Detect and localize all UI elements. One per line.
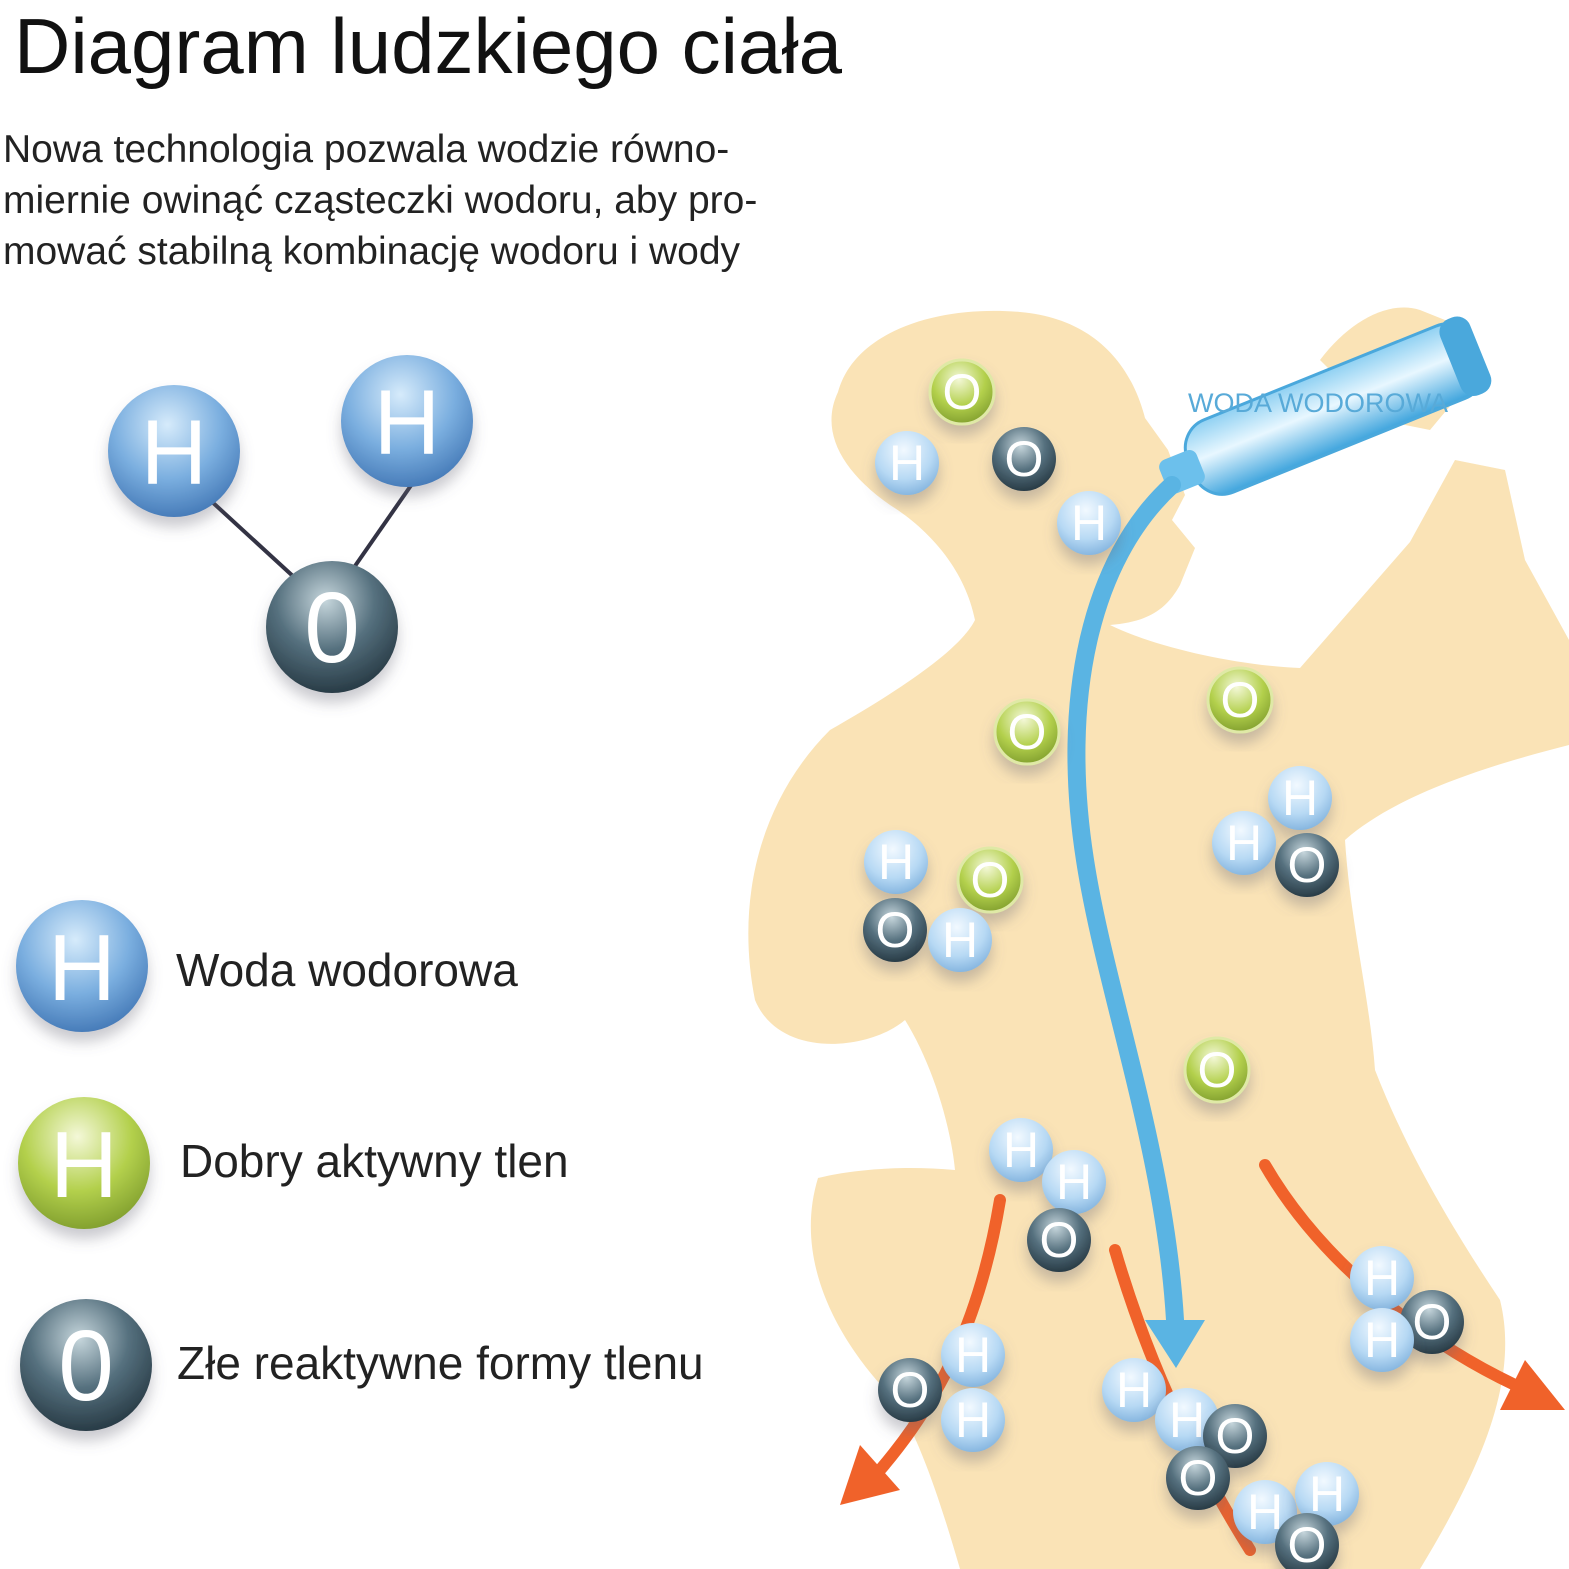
hydrogen-particle: H bbox=[1057, 491, 1121, 555]
water-molecule: H H 0 bbox=[108, 355, 473, 693]
particle-letter: H bbox=[955, 1327, 991, 1383]
particle-letter: O bbox=[1040, 1212, 1079, 1268]
particle-letter: H bbox=[878, 834, 914, 890]
particle-letter: H bbox=[955, 1392, 991, 1448]
bottle-bottom bbox=[1439, 316, 1492, 397]
particle-letter: O bbox=[943, 364, 982, 420]
reactive-oxygen-particle: O bbox=[1275, 1513, 1339, 1569]
hydrogen-atom-right: H bbox=[341, 355, 473, 487]
reactive-oxygen-particle: O bbox=[1027, 1208, 1091, 1272]
particle-letter: H bbox=[1309, 1466, 1345, 1522]
hydrogen-particle: H bbox=[941, 1388, 1005, 1452]
hydrogen-particle: H bbox=[1102, 1358, 1166, 1422]
active-oxygen-particle: O bbox=[956, 846, 1024, 914]
particle-letter: H bbox=[1247, 1484, 1283, 1540]
intro-line: mować stabilną kombinację wodoru i wody bbox=[3, 230, 741, 273]
legend-label-hydrogen-water: Woda wodorowa bbox=[176, 944, 518, 996]
oxygen-letter: 0 bbox=[304, 572, 360, 684]
hydrogen-atom-left: H bbox=[108, 385, 240, 517]
reactive-oxygen-particle: O bbox=[992, 427, 1056, 491]
legend-label-active-oxygen: Dobry aktywny tlen bbox=[180, 1135, 569, 1187]
legend-reactive-oxygen-icon: 0 bbox=[20, 1299, 152, 1431]
legend-letter: H bbox=[50, 1112, 118, 1217]
particle-letter: H bbox=[1169, 1392, 1205, 1448]
particle-letter: O bbox=[1216, 1408, 1255, 1464]
reactive-oxygen-particle: O bbox=[1203, 1404, 1267, 1468]
particle-letter: O bbox=[1288, 837, 1327, 893]
particle-letter: H bbox=[1071, 495, 1107, 551]
particle-letter: O bbox=[1179, 1450, 1218, 1506]
bond-left bbox=[208, 498, 297, 580]
active-oxygen-particle: O bbox=[1183, 1036, 1251, 1104]
intro-line: miernie owinąć cząsteczki wodoru, aby pr… bbox=[3, 179, 758, 222]
oxygen-atom: 0 bbox=[266, 561, 398, 693]
particle-letter: O bbox=[1221, 672, 1260, 728]
reactive-oxygen-particle: O bbox=[1166, 1446, 1230, 1510]
hydrogen-particle: H bbox=[875, 431, 939, 495]
active-oxygen-particle: O bbox=[1206, 666, 1274, 734]
legend-letter: 0 bbox=[58, 1310, 114, 1422]
particle-letter: H bbox=[1003, 1122, 1039, 1178]
hydrogen-particle: H bbox=[1350, 1308, 1414, 1372]
exit-arrow-left-head bbox=[840, 1445, 900, 1505]
hydrogen-particle: H bbox=[1268, 766, 1332, 830]
arm-gap bbox=[818, 1020, 955, 1178]
particle-letter: H bbox=[1116, 1362, 1152, 1418]
active-oxygen-particle: O bbox=[993, 698, 1061, 766]
particle-letter: O bbox=[891, 1362, 930, 1418]
legend-letter: H bbox=[48, 915, 116, 1020]
bottle-label: WODA WODOROWA bbox=[1188, 388, 1448, 418]
reactive-oxygen-particle: O bbox=[1275, 833, 1339, 897]
hydrogen-particle: H bbox=[928, 908, 992, 972]
water-flow-arrow bbox=[1067, 476, 1205, 1368]
hydrogen-particle: H bbox=[941, 1323, 1005, 1387]
hydrogen-particle: H bbox=[1042, 1150, 1106, 1214]
active-oxygen-particle: O bbox=[928, 358, 996, 426]
page-title: Diagram ludzkiego ciała bbox=[14, 2, 843, 90]
particle-letter: O bbox=[1288, 1517, 1327, 1569]
particle-letter: H bbox=[1056, 1154, 1092, 1210]
hydrogen-letter: H bbox=[374, 372, 440, 474]
particle-letter: H bbox=[1282, 770, 1318, 826]
particle-letter: O bbox=[1008, 704, 1047, 760]
particle-letter: H bbox=[942, 912, 978, 968]
particle-letter: O bbox=[1005, 431, 1044, 487]
bond-right bbox=[353, 482, 414, 568]
intro-text: Nowa technologia pozwala wodzie równo- m… bbox=[3, 124, 843, 277]
legend-active-oxygen-icon: H bbox=[18, 1097, 150, 1229]
reactive-oxygen-particle: O bbox=[878, 1358, 942, 1422]
hydrogen-particle: H bbox=[1295, 1462, 1359, 1526]
hydrogen-particle: H bbox=[1350, 1246, 1414, 1310]
legend-hydrogen-water-icon: H bbox=[16, 900, 148, 1032]
flow-arrow-head bbox=[1145, 1320, 1205, 1368]
particle-letter: H bbox=[1364, 1250, 1400, 1306]
particle-letter: H bbox=[1364, 1312, 1400, 1368]
legend-label-reactive-oxygen: Złe reaktywne formy tlenu bbox=[177, 1337, 704, 1389]
intro-line: Nowa technologia pozwala wodzie równo- bbox=[3, 128, 730, 171]
water-bottle: WODA WODOROWA bbox=[1159, 316, 1492, 496]
particle-letter: O bbox=[876, 902, 915, 958]
hydrogen-particle: H bbox=[989, 1118, 1053, 1182]
reactive-oxygen-particle: O bbox=[1400, 1290, 1464, 1354]
particle-letter: H bbox=[1226, 815, 1262, 871]
particle-letter: O bbox=[971, 852, 1010, 908]
exit-arrow-right-head bbox=[1500, 1360, 1565, 1410]
hydrogen-letter: H bbox=[141, 402, 207, 504]
particle-letter: O bbox=[1198, 1042, 1237, 1098]
particle-letter: H bbox=[889, 435, 925, 491]
legend-icons: H H 0 bbox=[16, 900, 152, 1431]
reactive-oxygen-particle: O bbox=[863, 898, 927, 962]
particle-letter: O bbox=[1413, 1294, 1452, 1350]
hydrogen-particle: H bbox=[1212, 811, 1276, 875]
hydrogen-particle: H bbox=[864, 830, 928, 894]
